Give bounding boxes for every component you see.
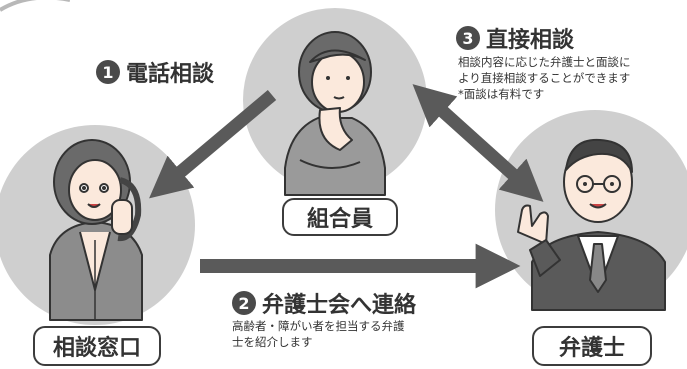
member-illustration: [284, 31, 386, 196]
corner-circle-fragment: [0, 0, 70, 12]
consultation-desk-label: 相談窓口: [33, 326, 161, 366]
step-3-badge: 3: [456, 26, 480, 50]
step-1-heading: 1 電話相談: [96, 56, 214, 88]
step-2-description: 高齢者・障がい者を担当する弁護 士を紹介します: [232, 318, 405, 350]
step-1-title: 電話相談: [126, 62, 215, 87]
step-2-heading: 2 弁護士会へ連絡: [232, 287, 416, 319]
step-2-line-2: 士を紹介します: [232, 335, 313, 349]
step-2-badge: 2: [232, 291, 256, 315]
step-3-heading: 3 直接相談: [456, 22, 574, 54]
step-3-description: 相談内容に応じた弁護士と面談に より直接相談することができます *面談は有料です: [458, 54, 631, 102]
desk-illustration: [49, 139, 143, 321]
lawyer-label: 弁護士: [532, 326, 652, 366]
member-label: 組合員: [282, 198, 398, 236]
step-2-title: 弁護士会へ連絡: [262, 293, 417, 318]
step-3-title: 直接相談: [486, 28, 575, 53]
arrow-member-lawyer-bidirectional: [412, 84, 544, 202]
step-3-line-3: *面談は有料です: [458, 87, 545, 101]
step-1-badge: 1: [96, 60, 120, 84]
step-3-line-1: 相談内容に応じた弁護士と面談に: [458, 55, 631, 69]
lawyer-illustration: [517, 138, 666, 311]
step-2-line-1: 高齢者・障がい者を担当する弁護: [232, 319, 405, 333]
step-3-line-2: より直接相談することができます: [458, 71, 631, 85]
arrow-member-to-desk: [149, 90, 277, 199]
